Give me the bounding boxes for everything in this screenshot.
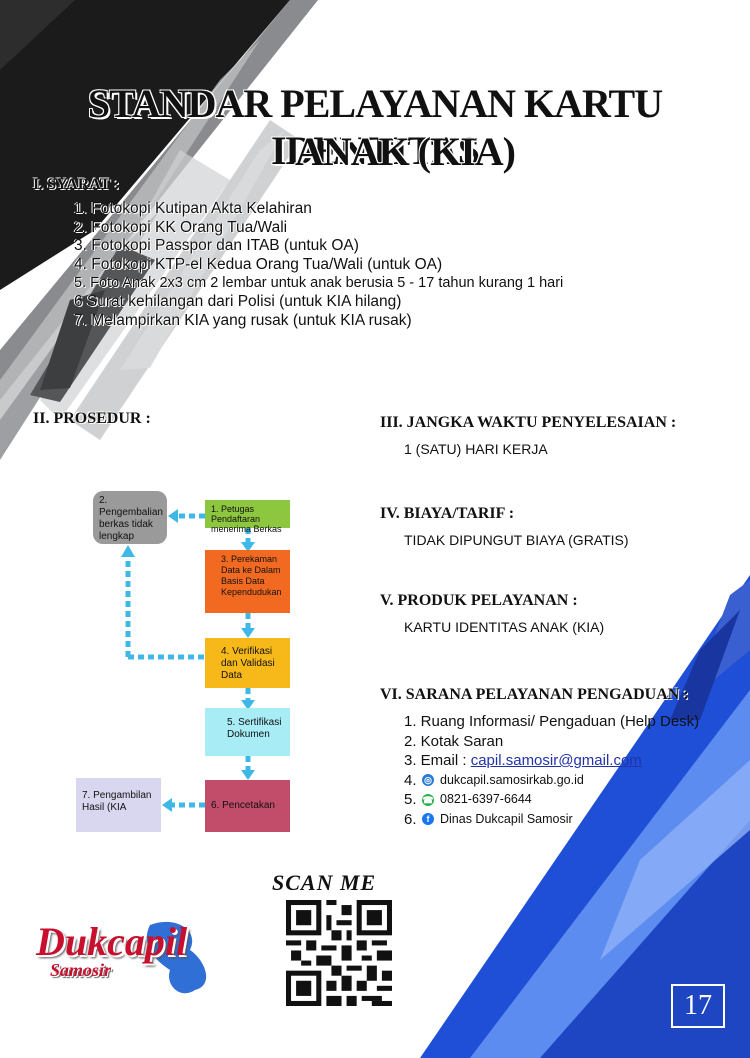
phone-number: 0821-6397-6644 xyxy=(440,792,532,806)
website-link[interactable]: dukcapil.samosirkab.go.id xyxy=(440,772,584,787)
sarana-item: 1. Ruang Informasi/ Pengaduan (Help Desk… xyxy=(404,712,699,732)
sarana-item: 2. Kotak Saran xyxy=(404,732,699,752)
scan-me-label: SCAN ME xyxy=(272,870,377,895)
syarat-list: 1. Fotokopi Kutipan Akta Kelahiran 2. Fo… xyxy=(74,200,563,330)
flow-step-2: 2. Pengembalian berkas tidak lengkap xyxy=(93,491,167,544)
flow-step-6: 6. Pencetakan xyxy=(205,780,290,832)
page-title-line1: STANDAR PELAYANAN KARTU IDENTITAS xyxy=(87,81,663,173)
sarana-item-number: 5. xyxy=(404,791,417,808)
facebook-icon: f xyxy=(422,813,434,826)
sarana-item: 3. Email : capil.samosir@gmail.com xyxy=(404,751,699,771)
qr-code[interactable] xyxy=(286,900,392,1006)
flow-step-4: 4. Verifikasi dan Validasi Data xyxy=(205,638,290,688)
biaya-heading: IV. BIAYA/TARIF : xyxy=(380,505,515,522)
syarat-heading: I. SYARAT : xyxy=(33,176,120,193)
biaya-value: TIDAK DIPUNGUT BIAYA (GRATIS) xyxy=(404,532,629,548)
flow-step-5: 5. Sertifikasi Dokumen xyxy=(205,708,290,756)
globe-icon: ◎ xyxy=(422,774,434,787)
dukcapil-logo: Dukcapil xyxy=(36,919,188,964)
syarat-item: 6 Surat kehilangan dari Polisi (untuk KI… xyxy=(74,292,402,310)
syarat-item: 3. Fotokopi Passpor dan ITAB (untuk OA) xyxy=(74,237,359,255)
sarana-item: 6. f Dinas Dukcapil Samosir xyxy=(404,810,699,830)
syarat-item: 7. Melampirkan KIA yang rusak (untuk KIA… xyxy=(74,311,412,329)
page-number: 17 xyxy=(671,984,725,1028)
page-title-line2: ANAK (KIA) xyxy=(295,129,516,174)
sarana-heading: VI. SARANA PELAYANAN PENGADUAN : xyxy=(380,686,689,703)
facebook-page: Dinas Dukcapil Samosir xyxy=(440,811,573,826)
dukcapil-logo-sub: Samosir xyxy=(50,960,112,980)
flow-step-1: 1. Petugas Pendaftaran menerima Berkas xyxy=(205,500,290,534)
produk-value: KARTU IDENTITAS ANAK (KIA) xyxy=(404,619,605,635)
syarat-item: 4. Fotokopi KTP-el Kedua Orang Tua/Wali … xyxy=(74,255,443,273)
flow-step-3: 3. Perekaman Data ke Dalam Basis Data Ke… xyxy=(205,550,290,613)
sarana-item-number: 6. xyxy=(404,810,417,828)
jangka-waktu-heading: III. JANGKA WAKTU PENYELESAIAN : xyxy=(380,414,677,431)
flow-step-7: 7. Pengambilan Hasil (KIA xyxy=(76,778,161,832)
produk-heading: V. PRODUK PELAYANAN : xyxy=(380,592,578,609)
sarana-item: 4. ◎ dukcapil.samosirkab.go.id xyxy=(404,771,699,791)
syarat-item: 2. Fotokopi KK Orang Tua/Wali xyxy=(74,218,288,236)
prosedur-heading: II. PROSEDUR : xyxy=(33,410,151,427)
sarana-item-label: 1. Ruang Informasi/ Pengaduan (Help Desk… xyxy=(404,713,700,730)
sarana-item-number: 4. xyxy=(404,771,417,789)
syarat-item: 1. Fotokopi Kutipan Akta Kelahiran xyxy=(74,200,312,217)
sarana-list: 1. Ruang Informasi/ Pengaduan (Help Desk… xyxy=(404,712,699,829)
whatsapp-icon: ☎ xyxy=(422,793,434,806)
jangka-waktu-value: 1 (SATU) HARI KERJA xyxy=(404,441,548,457)
syarat-item: 5. Foto Anak 2x3 cm 2 lembar untuk anak … xyxy=(74,275,564,292)
sarana-item: 5. ☎ 0821-6397-6644 xyxy=(404,790,699,810)
sarana-item-label: 3. Email : xyxy=(404,752,467,769)
email-link[interactable]: capil.samosir@gmail.com xyxy=(470,752,642,769)
sarana-item-label: 2. Kotak Saran xyxy=(404,732,504,750)
